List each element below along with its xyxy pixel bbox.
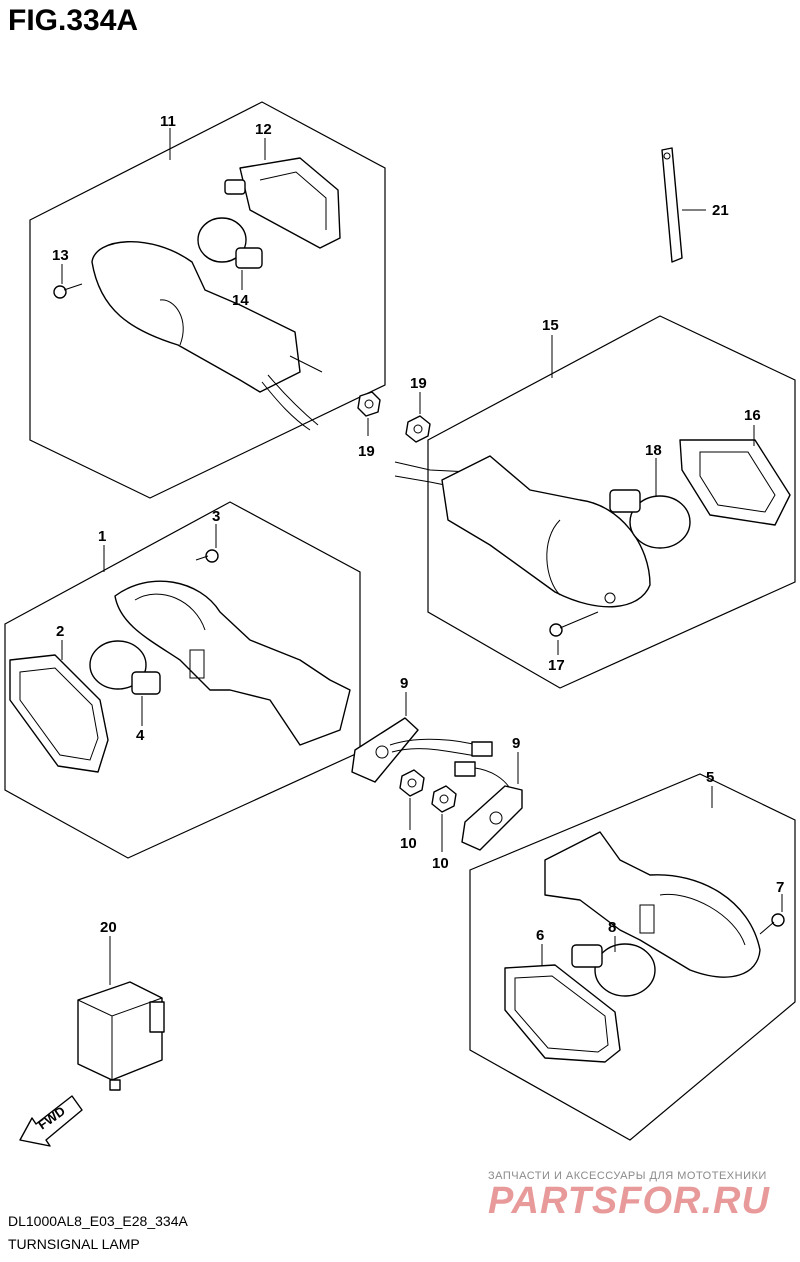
callout-13: 13	[52, 247, 69, 264]
figure-title: FIG.334A	[8, 4, 139, 37]
bulb-14	[197, 217, 263, 290]
callout-10-right: 10	[432, 855, 449, 872]
lens-16	[679, 425, 791, 526]
nut-19-right	[405, 392, 431, 443]
callout-9-left: 9	[400, 675, 408, 692]
bulb-8	[571, 936, 656, 997]
nut-19-left	[357, 391, 381, 436]
assembly-box-5	[469, 773, 796, 1141]
figure-code: DL1000AL8_E03_E28_334A	[8, 1213, 188, 1229]
assembly-box-11	[29, 101, 386, 499]
screw-17	[549, 611, 599, 655]
callout-14: 14	[232, 292, 249, 309]
callout-3: 3	[212, 508, 220, 525]
callout-19-right: 19	[410, 375, 427, 392]
lens-2	[9, 640, 109, 773]
housing-11	[91, 241, 323, 431]
gasket-9-left	[351, 692, 419, 783]
callout-21: 21	[712, 202, 729, 219]
screw-13	[53, 264, 83, 299]
callout-19-left: 19	[358, 443, 375, 460]
callout-7: 7	[776, 879, 784, 896]
callout-17: 17	[548, 657, 565, 674]
nut-10-right	[431, 785, 457, 852]
callout-5: 5	[706, 769, 714, 786]
callout-20: 20	[100, 919, 117, 936]
watermark-tagline: ЗАПЧАСТИ И АКСЕССУАРЫ ДЛЯ МОТОТЕХНИКИ	[488, 1170, 767, 1182]
bulb-4	[89, 640, 161, 726]
callout-9-right: 9	[512, 735, 520, 752]
relay-20	[77, 936, 165, 1091]
assembly-box-15	[427, 315, 796, 689]
watermark-logo: PARTSFOR.RU	[488, 1180, 770, 1222]
gasket-9-right	[461, 752, 523, 851]
callout-10-left: 10	[400, 835, 417, 852]
callout-12: 12	[255, 121, 272, 138]
clamp-21	[661, 147, 706, 263]
callout-1: 1	[98, 528, 106, 545]
callout-2: 2	[56, 623, 64, 640]
callout-18: 18	[645, 442, 662, 459]
housing-15	[394, 455, 651, 608]
nut-10-left	[399, 769, 425, 830]
lens-6	[504, 944, 621, 1063]
housing-5	[544, 831, 761, 978]
callout-15: 15	[542, 317, 559, 334]
wire-harness	[389, 738, 513, 793]
callout-16: 16	[744, 407, 761, 424]
callout-8: 8	[608, 919, 616, 936]
lens-12	[224, 138, 341, 249]
screw-7	[759, 894, 785, 935]
screw-3	[195, 524, 219, 563]
callout-4: 4	[136, 727, 145, 744]
callout-11: 11	[160, 113, 176, 130]
bulb-18	[609, 458, 691, 549]
callout-6: 6	[536, 927, 544, 944]
fwd-arrow-icon: FWD	[19, 1095, 83, 1147]
figure-name: TURNSIGNAL LAMP	[8, 1236, 140, 1252]
housing-1	[114, 580, 351, 746]
